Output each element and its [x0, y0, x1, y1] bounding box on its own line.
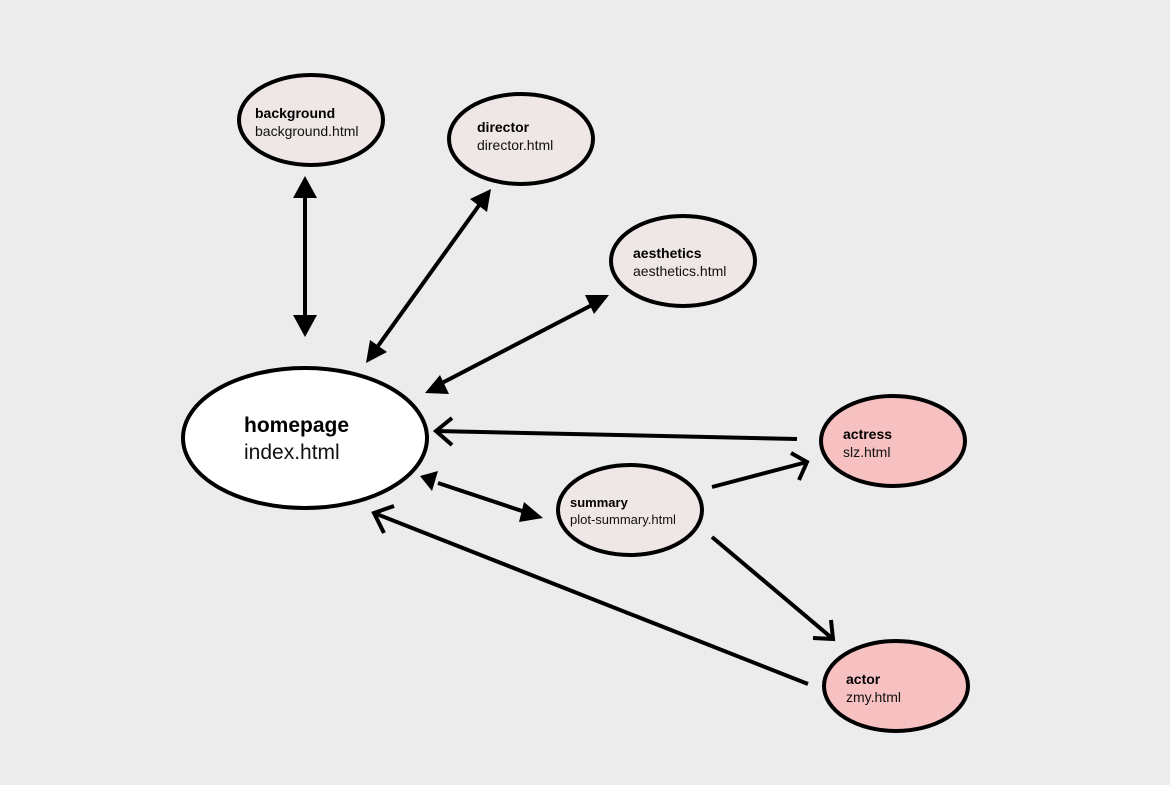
node-actor-shape [822, 639, 970, 733]
edge-homepage-summary [420, 471, 543, 522]
node-aesthetics-title: aesthetics [633, 245, 702, 261]
edge-actor-homepage [371, 504, 809, 686]
node-actor-file: zmy.html [846, 689, 901, 705]
edge-homepage-background [293, 176, 317, 337]
node-background-file: background.html [255, 123, 359, 139]
node-aesthetics-shape [609, 214, 757, 308]
node-director-shape [447, 92, 595, 186]
edge-actress-homepage [432, 416, 798, 447]
node-summary-file: plot-summary.html [570, 512, 676, 527]
node-aesthetics-file: aesthetics.html [633, 263, 726, 279]
node-summary-shape [556, 463, 704, 557]
node-director[interactable]: director director.html [447, 92, 595, 186]
node-background-title: background [255, 105, 335, 121]
node-actress-file: slz.html [843, 444, 890, 460]
node-actress[interactable]: actress slz.html [819, 394, 967, 488]
edge-summary-actor [710, 535, 836, 642]
node-background[interactable]: background background.html [237, 73, 385, 167]
edge-homepage-aesthetics [425, 295, 609, 394]
edge-homepage-director [366, 189, 491, 363]
bottom-border [0, 785, 1170, 788]
node-actress-shape [819, 394, 967, 488]
node-homepage-file: index.html [244, 441, 340, 464]
edges [293, 176, 836, 686]
edge-summary-actress [711, 451, 810, 489]
node-actress-title: actress [843, 426, 892, 442]
node-director-title: director [477, 119, 530, 135]
node-summary[interactable]: summary plot-summary.html [556, 463, 704, 557]
node-aesthetics[interactable]: aesthetics aesthetics.html [609, 214, 757, 308]
node-homepage[interactable]: homepage index.html [181, 366, 429, 510]
node-director-file: director.html [477, 137, 553, 153]
node-homepage-shape [181, 366, 429, 510]
node-summary-title: summary [570, 495, 629, 510]
node-actor[interactable]: actor zmy.html [822, 639, 970, 733]
node-homepage-title: homepage [244, 414, 349, 437]
node-background-shape [237, 73, 385, 167]
node-actor-title: actor [846, 671, 881, 687]
